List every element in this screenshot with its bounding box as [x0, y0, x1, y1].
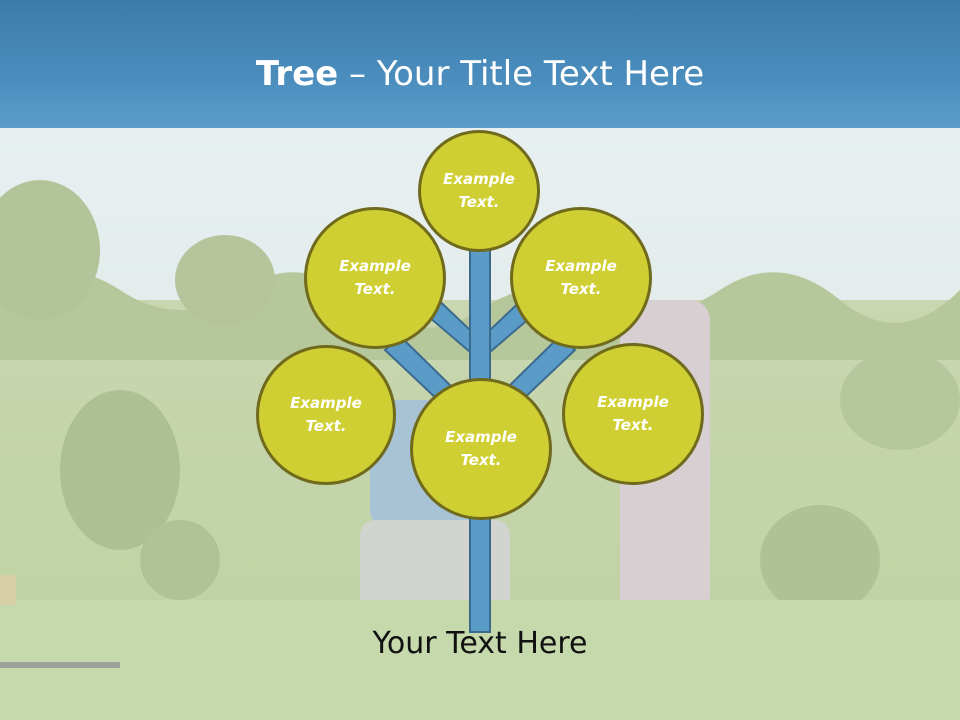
title-bold: Tree	[255, 54, 339, 94]
node-label: Example Text.	[443, 170, 515, 211]
node-label: Example Text.	[597, 393, 669, 434]
tree-node-upper-left[interactable]: Example Text.	[304, 207, 446, 349]
title-rest: – Your Title Text Here	[349, 54, 705, 94]
node-label: Example Text.	[545, 257, 617, 298]
node-label: Example Text.	[339, 257, 411, 298]
tree-trunk-top	[469, 247, 491, 389]
slide-title: Tree – Your Title Text Here	[0, 52, 960, 96]
tree-node-top[interactable]: Example Text.	[418, 130, 540, 252]
footer-text: Your Text Here	[372, 626, 588, 661]
node-label: Example Text.	[290, 394, 362, 435]
tree-trunk-bottom	[469, 514, 491, 633]
tree-node-lower-right[interactable]: Example Text.	[562, 343, 704, 485]
tree-node-center[interactable]: Example Text.	[410, 378, 552, 520]
tree-node-upper-right[interactable]: Example Text.	[510, 207, 652, 349]
node-label: Example Text.	[445, 428, 517, 469]
title-bar	[0, 0, 960, 128]
tree-node-lower-left[interactable]: Example Text.	[256, 345, 396, 485]
